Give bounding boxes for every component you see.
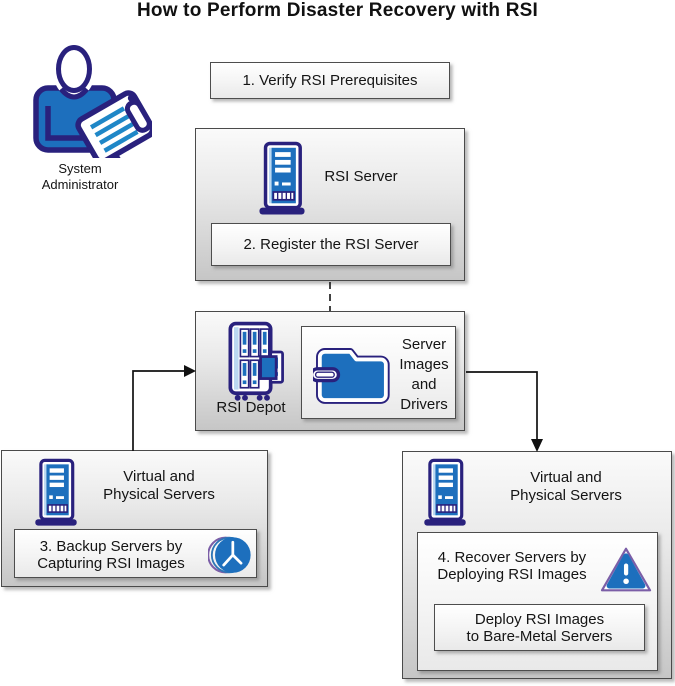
server-images-line2: Images: [399, 356, 449, 373]
deploy-line2: to Bare-Metal Servers: [466, 627, 613, 645]
backup-group-box: Virtual and Physical Servers 3. Backup S…: [1, 450, 268, 587]
actor-label-line1: System: [58, 161, 102, 176]
rsi-depot-icon: [223, 320, 289, 406]
warning-icon: [599, 546, 653, 594]
deploy-label: Deploy RSI Images to Bare-Metal Servers: [467, 611, 613, 645]
server-tower-icon: [421, 458, 469, 528]
connector-backup-to-depot: [132, 370, 184, 451]
deploy-box: Deploy RSI Images to Bare-Metal Servers: [434, 604, 645, 651]
server-images-box: Server Images and Drivers: [301, 326, 456, 419]
rsi-server-group-box: RSI Server 2. Register the RSI Server: [195, 128, 465, 281]
recover-group-label: Virtual and Physical Servers: [496, 469, 636, 504]
step4-line1: 4. Recover Servers by: [437, 549, 587, 566]
deploy-line1: Deploy RSI Images: [474, 610, 605, 628]
step3-line2: Capturing RSI Images: [37, 555, 185, 572]
step4-box: 4. Recover Servers by Deploying RSI Imag…: [417, 532, 658, 671]
system-administrator-icon: [30, 44, 156, 177]
clock-icon: [207, 534, 254, 576]
server-images-label: Server Images and Drivers: [394, 335, 454, 415]
step3-label: 3. Backup Servers by Capturing RSI Image…: [21, 538, 201, 572]
actor-label-line2: Administrator: [41, 176, 119, 192]
rsi-depot-label: RSI Depot: [216, 399, 286, 416]
recover-group-box: Virtual and Physical Servers 4. Recover …: [402, 451, 672, 679]
step3-line1: 3. Backup Servers by: [39, 538, 183, 555]
server-tower-icon: [256, 140, 308, 218]
page-title: How to Perform Disaster Recovery with RS…: [137, 0, 538, 21]
step4-label: 4. Recover Servers by Deploying RSI Imag…: [432, 549, 592, 583]
step4-line2: Deploying RSI Images: [437, 566, 587, 583]
folder-icon: [309, 340, 391, 406]
connector-depot-to-recover: [466, 371, 538, 439]
step3-box: 3. Backup Servers by Capturing RSI Image…: [14, 529, 257, 578]
server-images-line3: and: [411, 376, 437, 393]
backup-group-label-line2: Physical Servers: [103, 485, 215, 503]
rsi-depot-group-box: RSI Depot Server Images and Drivers: [195, 311, 465, 431]
server-images-line1: Server: [401, 336, 447, 353]
backup-group-label-line1: Virtual and: [123, 468, 195, 485]
step1-label: 1. Verify RSI Prerequisites: [242, 72, 418, 89]
step2-box: 2. Register the RSI Server: [211, 223, 451, 266]
server-images-line4: Drivers: [400, 396, 448, 413]
recover-group-label-line2: Physical Servers: [510, 486, 622, 504]
recover-group-label-line1: Virtual and: [530, 469, 602, 486]
rsi-server-label: RSI Server: [324, 168, 398, 185]
server-tower-icon: [32, 458, 80, 528]
step1-box: 1. Verify RSI Prerequisites: [210, 62, 450, 99]
step2-label: 2. Register the RSI Server: [243, 236, 419, 253]
backup-group-label: Virtual and Physical Servers: [89, 468, 229, 503]
system-administrator-label: System Administrator: [19, 161, 141, 192]
